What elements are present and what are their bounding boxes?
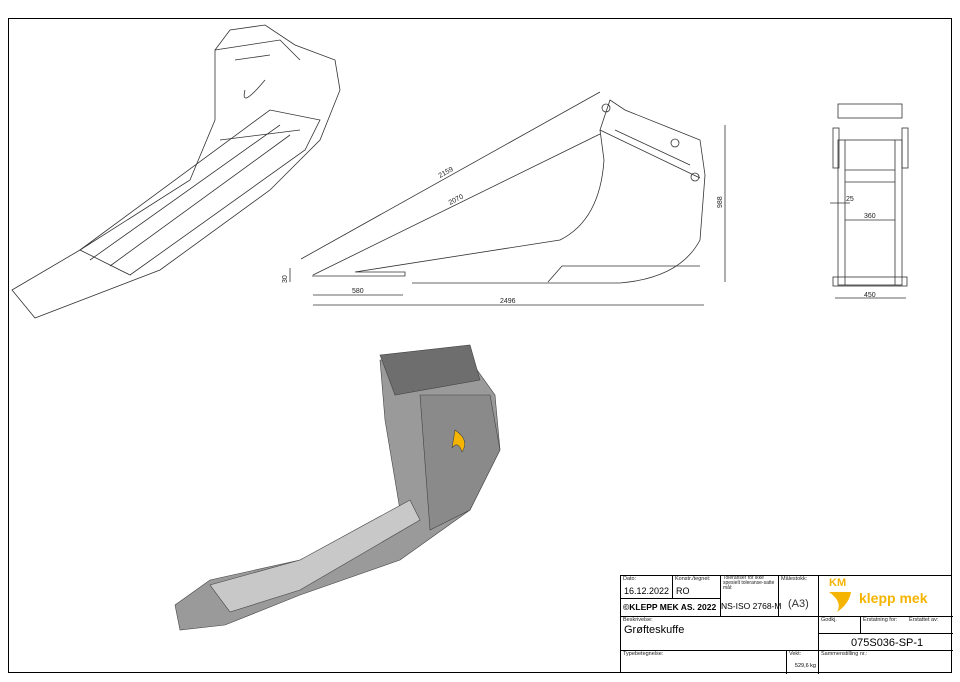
dim-lip: 30 (282, 275, 289, 283)
dim-inner-width: 360 (864, 213, 876, 220)
dim-height: 988 (717, 196, 724, 208)
scale-label: Målestokk: (781, 576, 808, 582)
weight-value: 529,6 kg (794, 663, 816, 669)
drawing-number: 075S036-SP-1 (851, 637, 924, 649)
shaded-3d-view (174, 344, 501, 631)
dim-outer-width: 450 (864, 292, 876, 299)
description-value: Grøfteskuffe (624, 624, 685, 636)
front-view (830, 103, 909, 299)
tolerance-value: NS-ISO 2768-M (721, 601, 782, 611)
assembly-label: Sammenstilling nr.: (821, 651, 868, 657)
date-label: Dato: (623, 576, 637, 582)
title-block: Dato: 16.12.2022 Konstr./tegnet: RO Tolera… (620, 575, 953, 674)
approved-label: Godkj. (821, 617, 837, 623)
side-view (289, 91, 726, 306)
drawn-value: RO (676, 586, 690, 596)
type-label: Typebetegnelse: (623, 651, 664, 657)
isometric-wireframe-view (11, 24, 341, 319)
logo-mark: KM (829, 577, 847, 589)
logo-text: klepp mek (859, 590, 928, 606)
description-label: Beskrivelse: (623, 617, 653, 623)
drawn-label: Konstr./tegnet: (675, 576, 711, 582)
date-value: 16.12.2022 (624, 586, 670, 596)
logo-tooth-icon (829, 592, 851, 612)
dim-plate: 25 (846, 196, 854, 203)
company-logo: KM klepp mek (819, 576, 953, 617)
replaces-label: Erstatning for: (863, 617, 898, 623)
copyright: ©KLEPP MEK AS. 2022 (623, 602, 717, 612)
scale-value: (A3) (788, 598, 809, 610)
dim-heel: 580 (352, 288, 364, 295)
replaced-by-label: Erstattet av: (909, 617, 939, 623)
drawing-frame (8, 18, 952, 673)
tolerance-label: Toleranser for ikke spesielt toleranse-s… (723, 575, 775, 591)
weight-label: Vekt: (789, 651, 802, 657)
dim-base-length: 2496 (500, 298, 516, 305)
